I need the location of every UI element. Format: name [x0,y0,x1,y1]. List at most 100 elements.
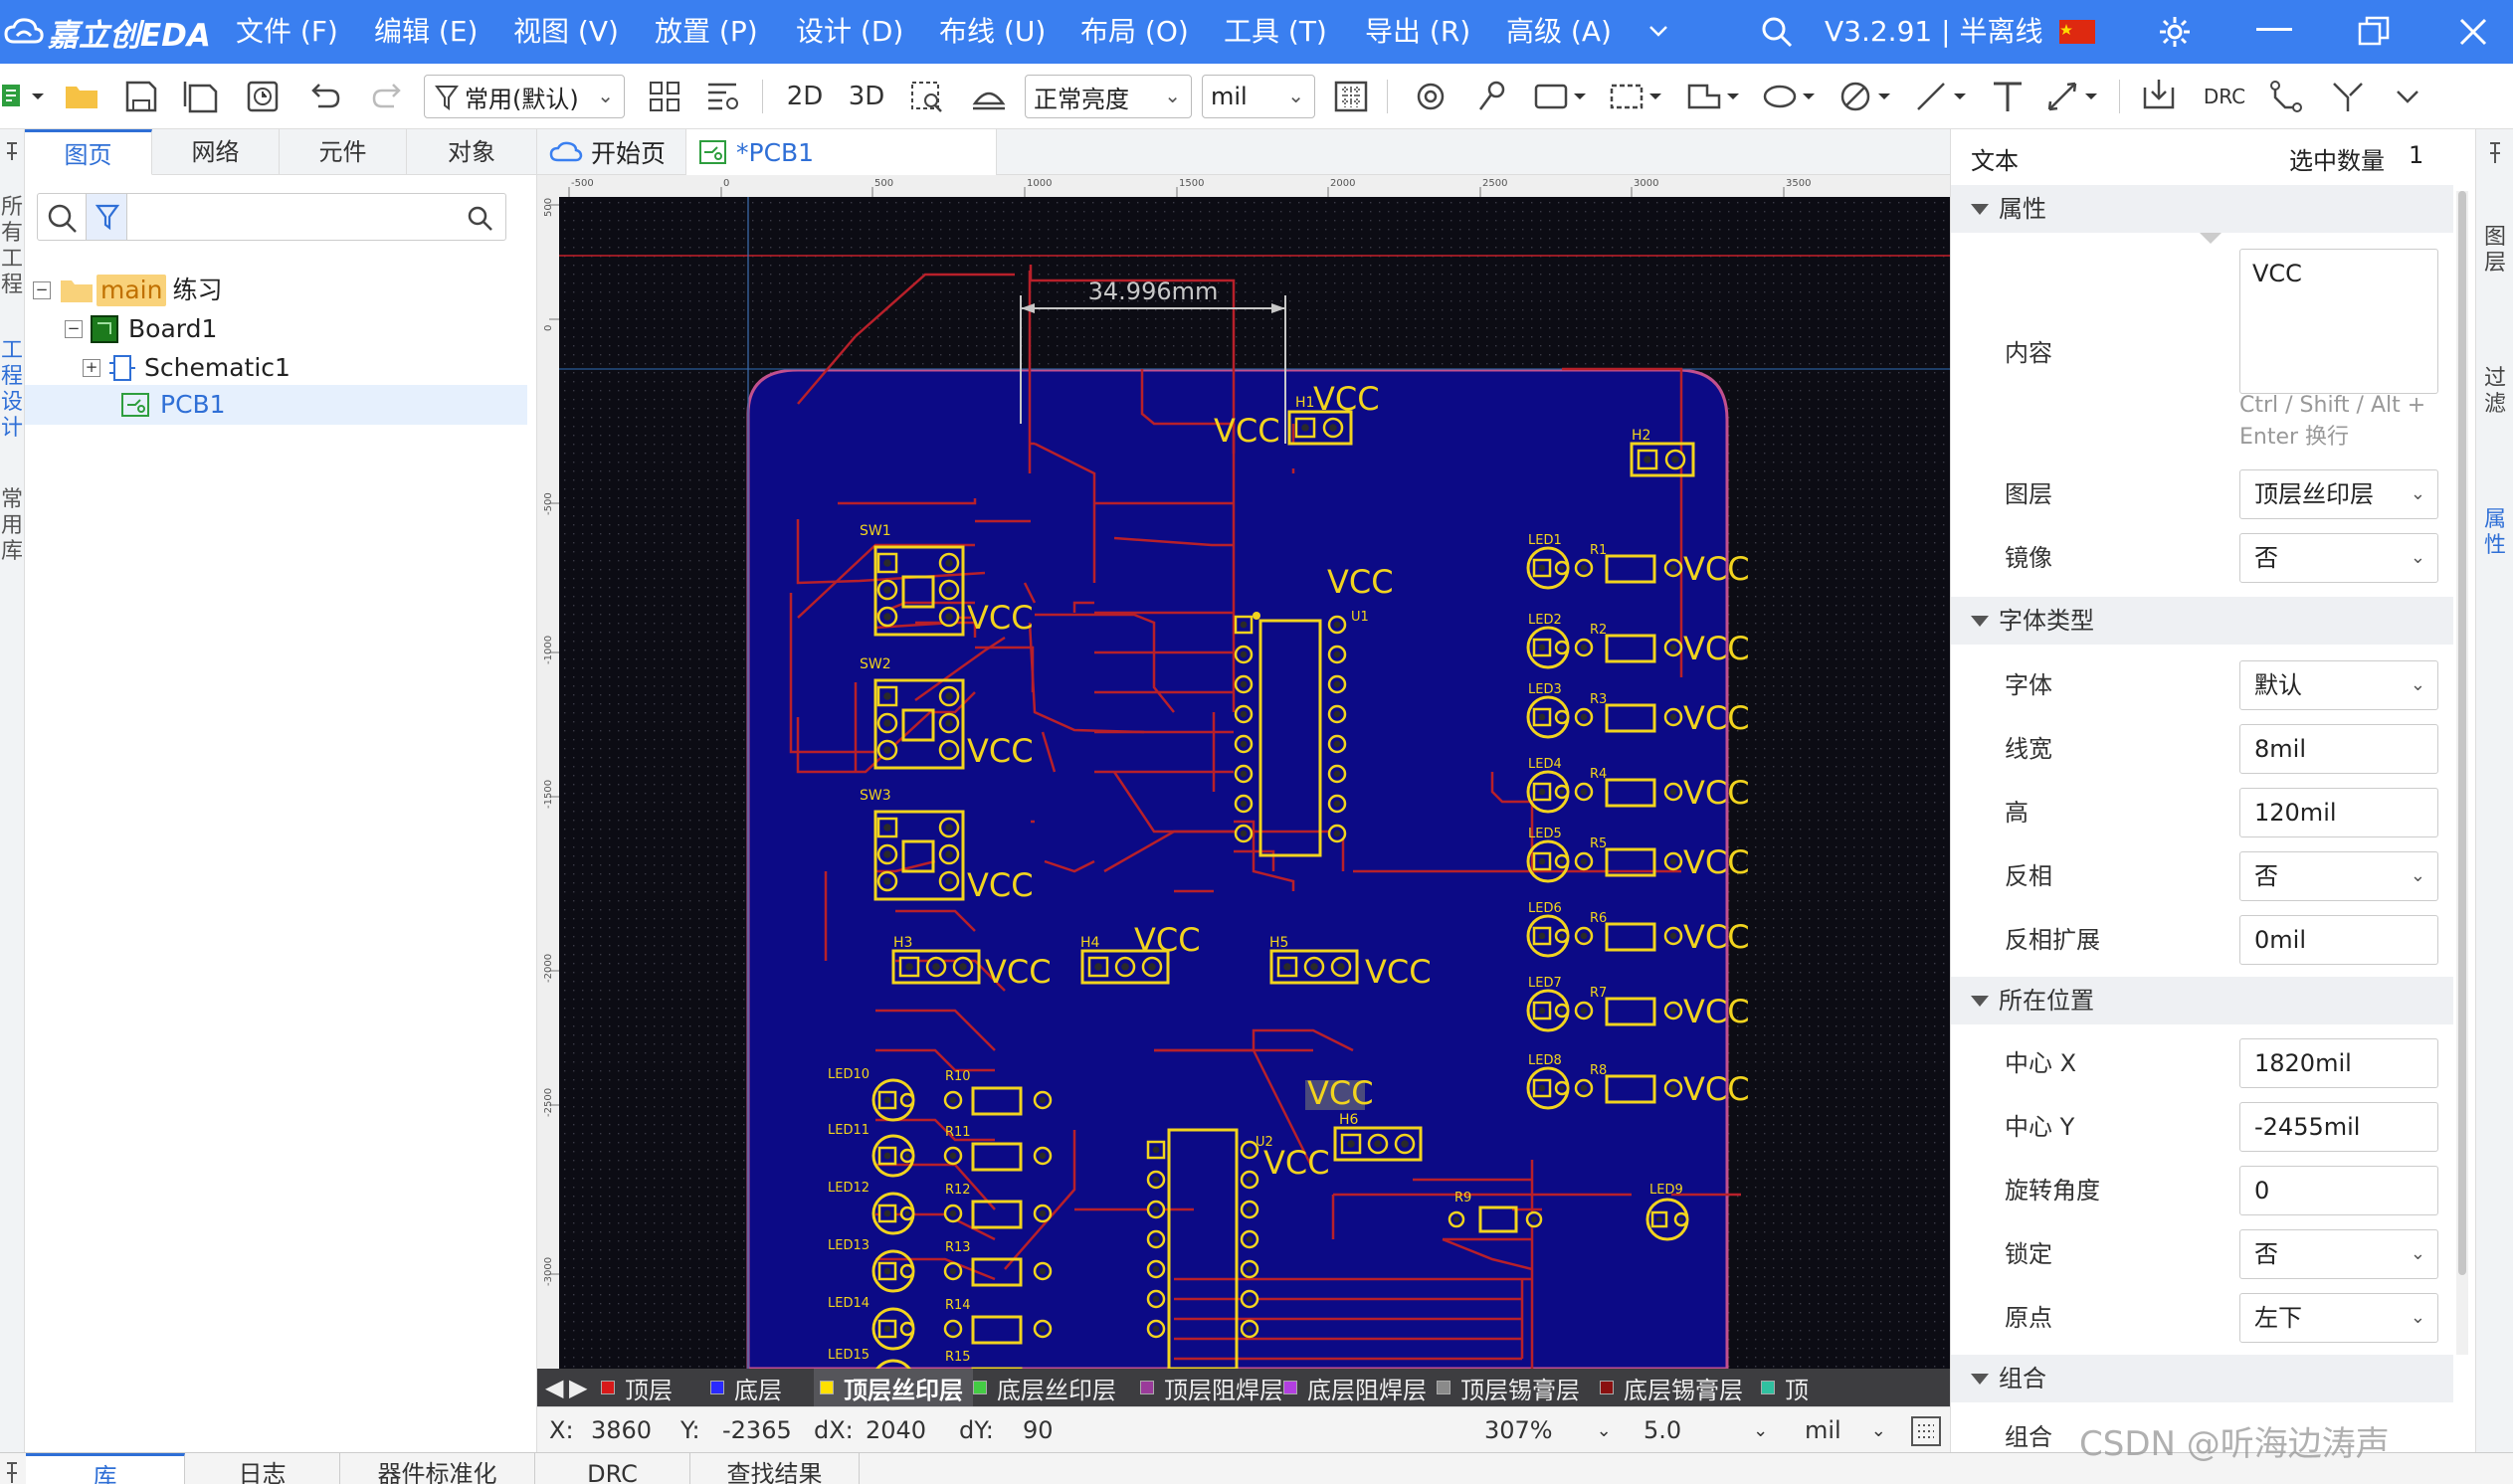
layer-tab[interactable]: 顶层阻焊层 [1134,1369,1293,1406]
no-connect-icon[interactable] [1836,74,1896,119]
origin-select[interactable]: 左下⌄ [2239,1293,2438,1343]
diff-pair-icon[interactable] [2328,74,2368,119]
led-designator[interactable]: LED4 [1528,757,1562,772]
tab-objects[interactable]: 对象 [407,129,537,175]
layer-tab[interactable]: 顶层丝印层 [814,1369,973,1406]
collapse-icon[interactable]: − [33,281,51,299]
via-icon[interactable] [1411,74,1450,119]
resistor-designator[interactable]: R8 [1590,1063,1607,1078]
layer-tab[interactable]: 顶层 [595,1369,682,1406]
resistor-designator[interactable]: R4 [1590,767,1607,782]
side-tab-filter[interactable]: 过滤 [2483,366,2506,417]
tab-device-standardization[interactable]: 器件标准化 [340,1453,535,1484]
header-designator[interactable]: H6 [1339,1112,1359,1128]
invert-select[interactable]: 否⌄ [2239,851,2438,901]
tree-item-schematic[interactable]: + Schematic1 [83,348,290,388]
resistor-designator[interactable]: R5 [1590,836,1607,851]
vcc-net-label[interactable]: VCC [985,953,1052,991]
new-project-icon[interactable] [0,74,28,119]
text-tool-icon[interactable] [1988,74,2028,119]
tab-library[interactable]: 库 [26,1453,185,1484]
selected-text-highlight[interactable] [1305,1080,1365,1110]
tab-nets[interactable]: 网络 [152,129,280,175]
redo-icon[interactable] [368,74,408,119]
led-designator[interactable]: LED15 [828,1348,870,1363]
menu-view[interactable]: 视图 (V) [513,15,619,48]
list-search-icon[interactable] [704,74,744,119]
ellipse-icon[interactable] [1761,74,1821,119]
side-tab-layers[interactable]: 图层 [2483,225,2506,276]
menu-layout[interactable]: 布局 (O) [1080,15,1189,48]
import-icon[interactable] [2139,74,2179,119]
vcc-net-label[interactable]: VCC [967,599,1034,637]
menu-tools[interactable]: 工具 (T) [1224,15,1327,48]
resistor-designator[interactable]: R7 [1590,986,1607,1001]
vcc-net-label[interactable]: VCC [1683,993,1750,1030]
search-go-icon[interactable] [466,204,495,234]
brightness-icon[interactable] [969,74,1009,119]
switch-designator[interactable]: SW1 [860,523,891,539]
rotation-input[interactable]: 0 [2239,1166,2438,1215]
line-icon[interactable] [1912,74,1972,119]
vcc-net-label[interactable]: VCC [1263,1144,1330,1182]
led-designator[interactable]: LED14 [828,1296,870,1311]
led-designator[interactable]: LED2 [1528,613,1562,628]
resistor-designator[interactable]: R14 [945,1298,971,1313]
tab-components[interactable]: 元件 [280,129,407,175]
vcc-net-label[interactable]: VCC [1683,550,1750,588]
dimension-tool-icon[interactable] [2043,74,2103,119]
vcc-net-label[interactable]: VCC [1313,380,1380,418]
panel-scrollbar-thumb[interactable] [2458,191,2466,1275]
ic-designator[interactable]: U1 [1351,610,1369,625]
switch-designator[interactable]: SW3 [860,788,891,804]
section-font[interactable]: 字体类型 [1951,597,2453,645]
resistor-designator[interactable]: R2 [1590,623,1607,638]
vcc-net-label[interactable]: VCC [1683,918,1750,956]
stroke-width-input[interactable]: 8mil [2239,724,2438,774]
led-designator[interactable]: LED9 [1649,1183,1683,1198]
vcc-net-label[interactable]: VCC [1134,921,1201,959]
side-tab-all-projects[interactable]: 所有工程 [0,195,23,297]
tab-start-page[interactable]: 开始页 [537,129,686,175]
vcc-net-label[interactable]: VCC [1683,1070,1750,1108]
header-designator[interactable]: H5 [1269,935,1288,951]
view-2d-button[interactable]: 2D [786,82,824,111]
vcc-net-label[interactable]: VCC [967,866,1034,904]
vcc-net-label[interactable]: VCC [967,732,1034,770]
resistor-designator[interactable]: R1 [1590,543,1607,558]
menu-design[interactable]: 设计 (D) [796,15,904,48]
zoom-select[interactable]: 307%⌄ [1484,1407,1612,1453]
menu-place[interactable]: 放置 (P) [655,15,758,48]
toolbar-more-chevron-icon[interactable] [2388,74,2427,119]
save-icon[interactable] [121,74,161,119]
search-icon[interactable] [1759,14,1795,50]
switch-designator[interactable]: SW2 [860,656,891,672]
section-group[interactable]: 组合 [1951,1355,2453,1402]
header-designator[interactable]: H3 [893,935,912,951]
grid-toggle-icon[interactable] [1331,74,1371,119]
section-position[interactable]: 所在位置 [1951,977,2453,1024]
polygon-region-icon[interactable] [1685,74,1745,119]
mirror-select[interactable]: 否⌄ [2239,533,2438,583]
menu-export[interactable]: 导出 (R) [1365,15,1471,48]
led-designator[interactable]: LED12 [828,1181,870,1196]
center-y-input[interactable]: -2455mil [2239,1102,2438,1152]
vcc-net-label[interactable]: VCC [1683,630,1750,667]
view-3d-button[interactable]: 3D [848,82,885,111]
resistor-designator[interactable]: R15 [945,1350,971,1365]
vcc-net-label[interactable]: VCC [1683,699,1750,737]
pin-icon[interactable] [2487,141,2503,165]
filter-select[interactable]: 常用(默认) ⌄ [424,75,625,118]
layer-tab[interactable]: 底层丝印层 [967,1369,1126,1406]
collapse-icon[interactable]: − [65,320,83,338]
section-attributes[interactable]: 属性 [1951,185,2453,233]
led-designator[interactable]: LED1 [1528,533,1562,548]
save-all-icon[interactable] [181,74,221,119]
tab-log[interactable]: 日志 [185,1453,340,1484]
header-designator[interactable]: H4 [1080,935,1100,951]
layer-scroll-left-icon[interactable]: ◀ [545,1374,564,1401]
pin-icon[interactable] [4,1461,20,1484]
layer-tab[interactable]: 顶层锡膏层 [1431,1369,1590,1406]
board-outline-icon[interactable] [1532,74,1592,119]
